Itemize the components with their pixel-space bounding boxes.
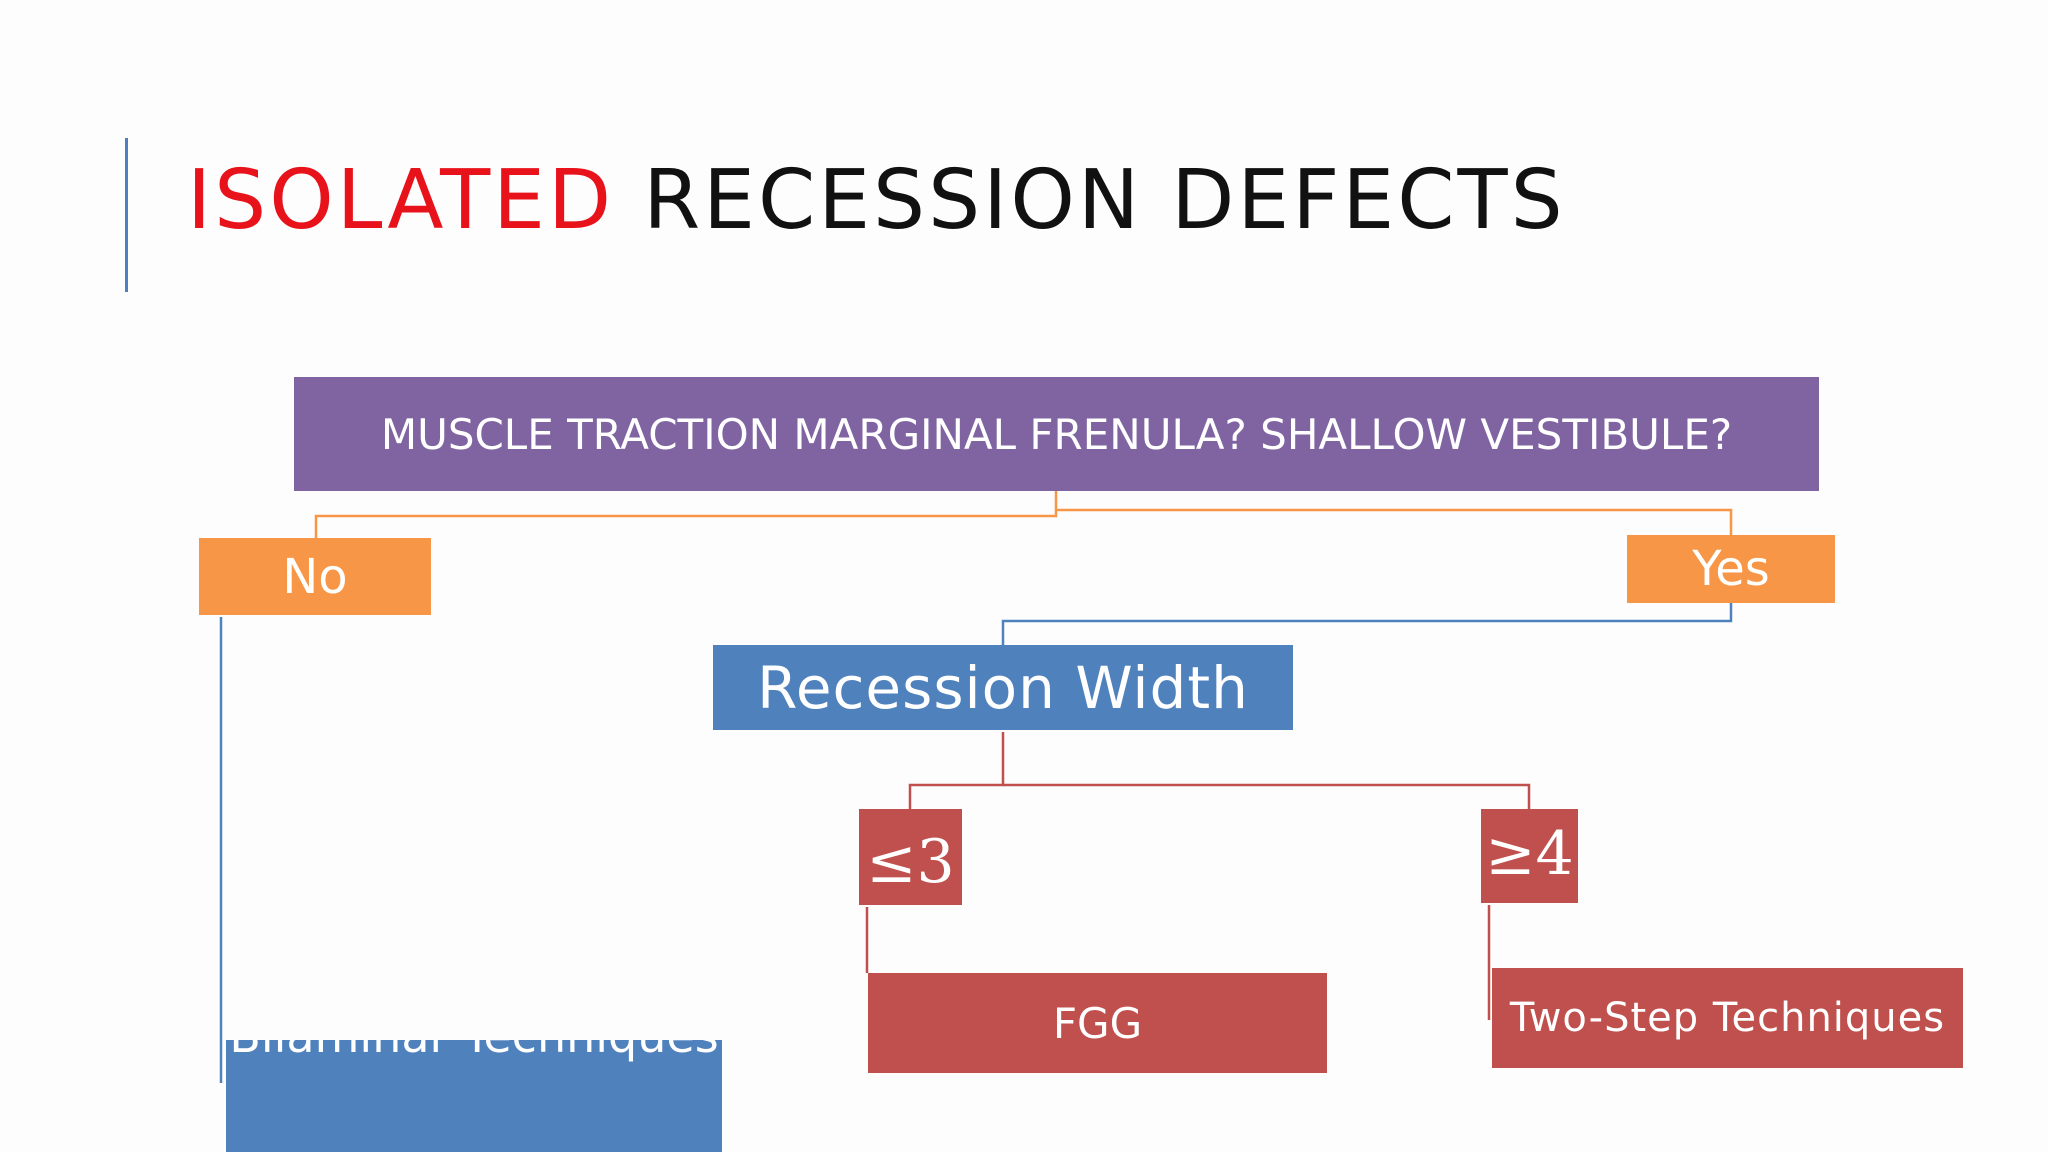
question-box: MUSCLE TRACTION MARGINAL FRENULA? SHALLO… [294,377,1819,491]
recession-width-box: Recession Width [713,645,1293,730]
bilaminar-box: Bilaminar Techniques [226,1040,722,1152]
slide-title: ISOLATED RECESSION DEFECTS [187,160,1566,242]
connector-question-yes [1056,508,1733,535]
connector-width-le3 [908,732,1005,809]
connector-width-ge4 [1003,783,1531,809]
bilaminar-label: Bilaminar Techniques [229,1040,718,1068]
ge4-box: ≥4 [1481,809,1578,903]
fgg-label: FGG [1052,998,1143,1048]
recession-width-label: Recession Width [757,653,1249,722]
le3-box: ≤3 [859,809,962,905]
title-rest: RECESSION DEFECTS [643,153,1566,248]
two-step-label: Two-Step Techniques [1509,995,1946,1041]
yes-box: Yes [1627,535,1835,603]
ge4-label: ≥4 [1485,819,1574,889]
question-text: MUSCLE TRACTION MARGINAL FRENULA? SHALLO… [380,409,1733,459]
title-accent-bar [125,138,128,292]
two-step-box: Two-Step Techniques [1492,968,1963,1068]
connector-question-no [314,491,1058,538]
le3-label: ≤3 [866,827,955,897]
yes-label: Yes [1692,541,1770,597]
title-accent-word: ISOLATED [187,153,615,248]
no-box: No [199,538,431,615]
no-label: No [282,548,348,605]
fgg-box: FGG [868,973,1327,1073]
connector-yes-width [1001,603,1733,645]
